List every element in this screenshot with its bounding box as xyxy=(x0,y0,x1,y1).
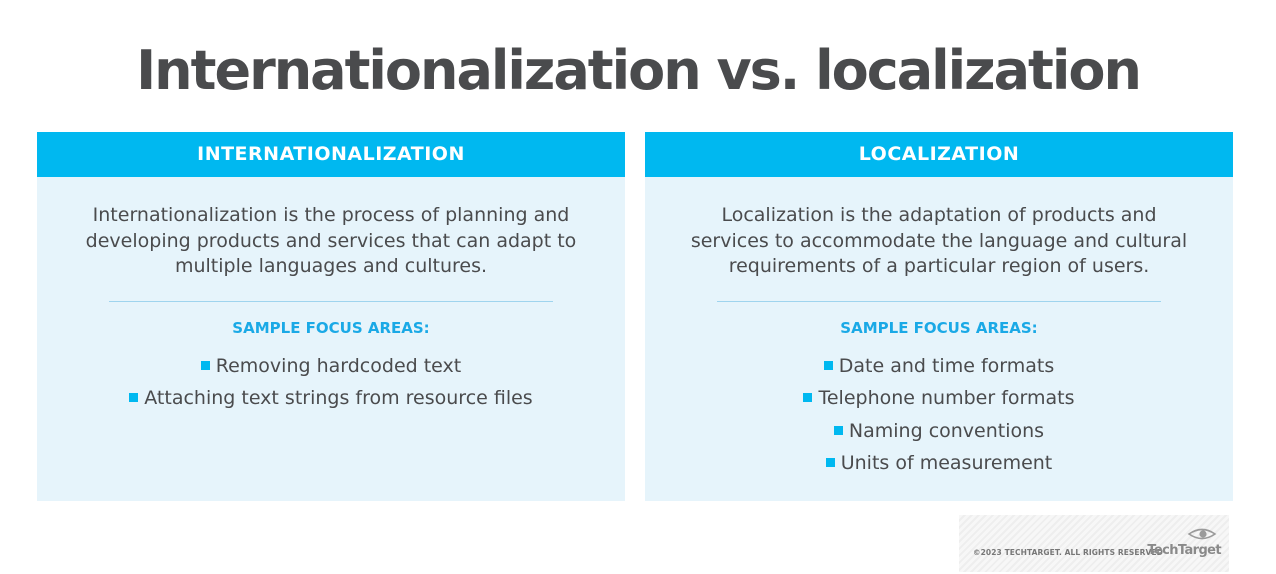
list-item: Units of measurement xyxy=(645,447,1233,480)
copyright-text: ©2023 TECHTARGET. ALL RIGHTS RESERVED xyxy=(973,548,1163,557)
localization-header: LOCALIZATION xyxy=(645,132,1233,177)
square-bullet-icon xyxy=(833,425,843,435)
localization-description: Localization is the adaptation of produc… xyxy=(690,204,1188,277)
list-item-text: Removing hardcoded text xyxy=(215,354,462,377)
list-item-text: Naming conventions xyxy=(848,419,1045,442)
list-item-text: Attaching text strings from resource fil… xyxy=(144,387,533,409)
internationalization-panel: INTERNATIONALIZATION Internationalizatio… xyxy=(37,132,625,501)
internationalization-focus-list: Removing hardcoded text Attaching text s… xyxy=(37,350,625,415)
list-item: Attaching text strings from resource fil… xyxy=(37,382,625,415)
square-bullet-icon xyxy=(825,458,835,467)
techtarget-logo-text: TechTarget xyxy=(1147,543,1221,558)
localization-panel: LOCALIZATION Localization is the adaptat… xyxy=(645,132,1233,501)
list-item-text: Units of measurement xyxy=(840,452,1053,474)
square-bullet-icon xyxy=(200,360,210,370)
list-item: Telephone number formats xyxy=(645,382,1233,415)
list-item-text: Telephone number formats xyxy=(818,387,1075,409)
list-item: Removing hardcoded text xyxy=(37,350,625,383)
square-bullet-icon xyxy=(803,393,813,402)
internationalization-header: INTERNATIONALIZATION xyxy=(37,132,625,177)
localization-divider xyxy=(717,300,1161,302)
list-item-text: Date and time formats xyxy=(838,354,1055,377)
internationalization-divider xyxy=(109,300,553,302)
copyright-footer: ©2023 TECHTARGET. ALL RIGHTS RESERVED Te… xyxy=(959,515,1229,572)
localization-focus-list: Date and time formats Telephone number f… xyxy=(645,350,1233,480)
list-item: Naming conventions xyxy=(645,415,1233,448)
list-item: Date and time formats xyxy=(645,350,1233,383)
localization-focus-label: SAMPLE FOCUS AREAS: xyxy=(840,318,1038,337)
internationalization-focus-label: SAMPLE FOCUS AREAS: xyxy=(232,318,430,337)
internationalization-description: Internationalization is the process of p… xyxy=(85,204,577,277)
square-bullet-icon xyxy=(823,360,833,370)
square-bullet-icon xyxy=(129,393,139,402)
page-title: Internationalization vs. localization xyxy=(136,39,1142,102)
techtarget-eye-icon xyxy=(1187,528,1217,540)
